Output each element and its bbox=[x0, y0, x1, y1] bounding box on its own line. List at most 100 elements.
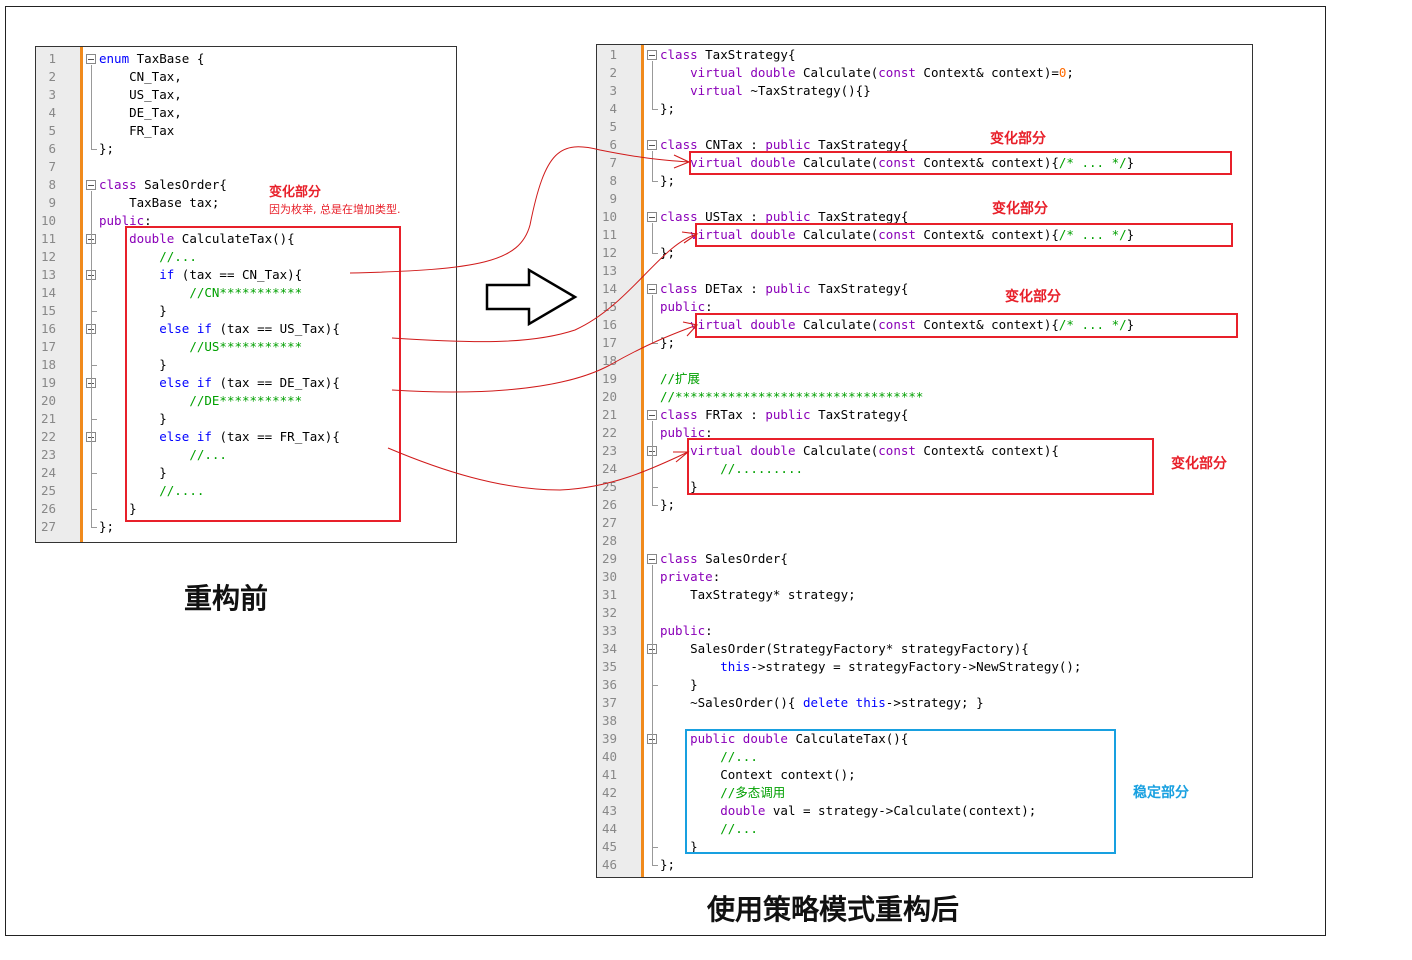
line-number: 17 bbox=[40, 339, 56, 354]
line-number: 30 bbox=[601, 569, 617, 584]
line-number: 24 bbox=[40, 465, 56, 480]
code-token: : bbox=[705, 425, 713, 440]
code-token: //......... bbox=[720, 461, 804, 476]
code-token: //多态调用 bbox=[720, 785, 786, 800]
code-token: const bbox=[878, 317, 924, 332]
change-highlight-box-ustax bbox=[695, 223, 1233, 247]
fold-guide bbox=[652, 745, 653, 847]
code-text: }; bbox=[660, 100, 675, 118]
change-marker-bar bbox=[80, 47, 83, 542]
fold-guide-end bbox=[652, 487, 658, 488]
code-line: 35 this->strategy = strategyFactory->New… bbox=[597, 658, 1252, 676]
code-token: USTax : bbox=[705, 209, 766, 224]
fold-guide bbox=[91, 389, 92, 419]
fold-toggle-icon[interactable] bbox=[647, 554, 657, 564]
code-text: }; bbox=[660, 334, 675, 352]
code-text: ~SalesOrder(){ delete this->strategy; } bbox=[660, 694, 984, 712]
code-token: //... bbox=[189, 447, 227, 462]
code-text: class CNTax : public TaxStrategy{ bbox=[660, 136, 908, 154]
code-token: /* ... */ bbox=[1058, 155, 1127, 170]
code-text: //.... bbox=[99, 482, 204, 500]
code-token: Context& context){ bbox=[923, 443, 1059, 458]
fold-guide bbox=[91, 335, 92, 365]
code-token: TaxStrategy{ bbox=[705, 47, 796, 62]
code-token: (tax == US_Tax){ bbox=[219, 321, 340, 336]
fold-guide bbox=[652, 61, 653, 109]
line-number: 20 bbox=[40, 393, 56, 408]
line-number: 13 bbox=[40, 267, 56, 282]
code-text: class SalesOrder{ bbox=[660, 550, 788, 568]
code-token: Context context(); bbox=[660, 767, 856, 782]
line-number: 37 bbox=[601, 695, 617, 710]
fold-toggle-icon[interactable] bbox=[647, 410, 657, 420]
line-number: 19 bbox=[40, 375, 56, 390]
code-token: TaxStrategy{ bbox=[818, 209, 909, 224]
code-token: TaxStrategy{ bbox=[818, 407, 909, 422]
code-text: public: bbox=[660, 622, 713, 640]
code-text: }; bbox=[99, 140, 114, 158]
code-token: virtual double bbox=[690, 227, 803, 242]
code-text: class DETax : public TaxStrategy{ bbox=[660, 280, 908, 298]
code-token: 0 bbox=[1058, 65, 1067, 80]
code-token: virtual double bbox=[690, 155, 803, 170]
fold-guide-end bbox=[91, 419, 97, 420]
code-token: (tax == CN_Tax){ bbox=[181, 267, 303, 282]
line-number: 46 bbox=[601, 857, 617, 872]
code-text: FR_Tax bbox=[99, 122, 174, 140]
code-text: class SalesOrder{ bbox=[99, 176, 227, 194]
code-token: } bbox=[660, 479, 698, 494]
code-text: //CN*********** bbox=[99, 284, 302, 302]
code-text: else if (tax == US_Tax){ bbox=[99, 320, 340, 338]
fold-toggle-icon[interactable] bbox=[647, 212, 657, 222]
code-token: }; bbox=[660, 101, 676, 116]
fold-toggle-icon[interactable] bbox=[86, 180, 96, 190]
code-line: 14 //CN*********** bbox=[36, 284, 456, 302]
code-token: : bbox=[705, 299, 713, 314]
fold-guide bbox=[652, 223, 653, 253]
line-number: 21 bbox=[601, 407, 617, 422]
code-line: 6}; bbox=[36, 140, 456, 158]
line-number: 14 bbox=[40, 285, 56, 300]
code-line: 18 } bbox=[36, 356, 456, 374]
code-line: 20//********************************* bbox=[597, 388, 1252, 406]
code-token: class bbox=[660, 137, 706, 152]
line-number: 34 bbox=[601, 641, 617, 656]
code-text: //US*********** bbox=[99, 338, 302, 356]
code-token: DETax : bbox=[705, 281, 766, 296]
line-number: 12 bbox=[601, 245, 617, 260]
line-number: 21 bbox=[40, 411, 56, 426]
code-token: ~SalesOrder(){ bbox=[660, 695, 803, 710]
code-line: 16 else if (tax == US_Tax){ bbox=[36, 320, 456, 338]
line-number: 45 bbox=[601, 839, 617, 854]
code-token: //US*********** bbox=[189, 339, 303, 354]
code-token: virtual bbox=[690, 83, 751, 98]
code-token: }; bbox=[660, 173, 676, 188]
code-line: 23 //... bbox=[36, 446, 456, 464]
code-token: public bbox=[660, 425, 706, 440]
line-number: 18 bbox=[601, 353, 617, 368]
code-token: }; bbox=[660, 245, 676, 260]
line-number: 27 bbox=[601, 515, 617, 530]
code-token: } bbox=[99, 357, 167, 372]
code-line: 20 //DE*********** bbox=[36, 392, 456, 410]
code-token: this bbox=[720, 659, 751, 674]
fold-toggle-icon[interactable] bbox=[647, 50, 657, 60]
code-token: SalesOrder{ bbox=[144, 177, 227, 192]
fold-toggle-icon[interactable] bbox=[86, 54, 96, 64]
line-number: 5 bbox=[48, 123, 56, 138]
code-line: 17 //US*********** bbox=[36, 338, 456, 356]
fold-toggle-icon[interactable] bbox=[647, 284, 657, 294]
code-token: //********************************* bbox=[660, 389, 924, 404]
fold-toggle-icon[interactable] bbox=[647, 140, 657, 150]
code-text: TaxStrategy* strategy; bbox=[660, 586, 856, 604]
line-number: 26 bbox=[40, 501, 56, 516]
code-line: 7 virtual double Calculate(const Context… bbox=[597, 154, 1252, 172]
code-token: //... bbox=[720, 749, 758, 764]
code-text: public double CalculateTax(){ bbox=[660, 730, 908, 748]
